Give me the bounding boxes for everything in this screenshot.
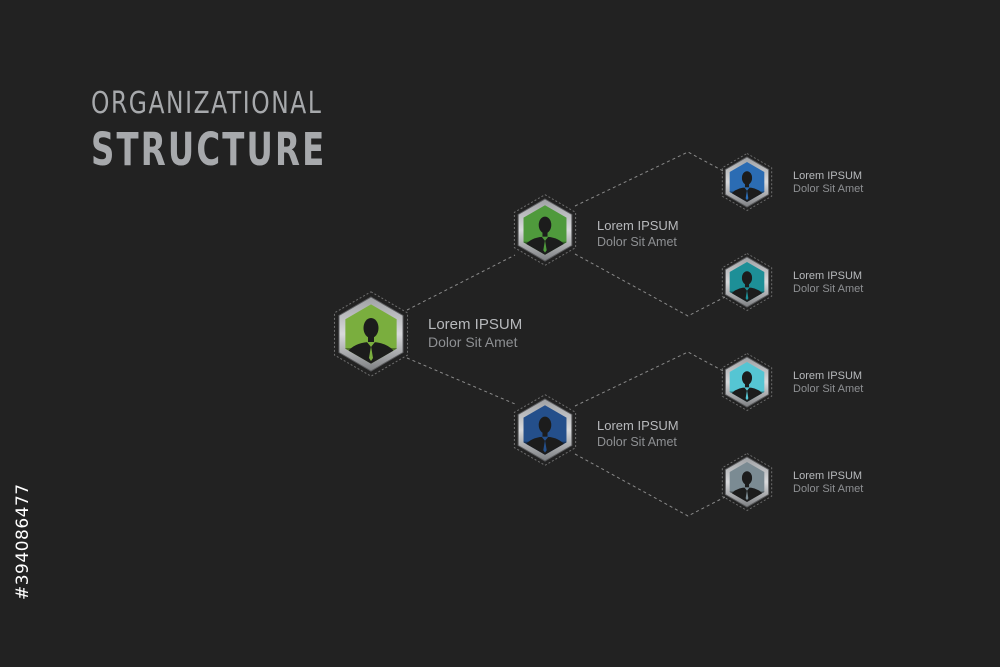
diagram-title-line1: ORGANIZATIONAL <box>91 86 323 121</box>
node-leaf-1 <box>721 152 773 212</box>
node-leaf-3 <box>721 352 773 412</box>
node-label-root: Lorem IPSUM Dolor Sit Amet <box>428 315 522 351</box>
connector-root-to-child-2 <box>406 357 516 405</box>
node-subtitle: Dolor Sit Amet <box>597 435 677 449</box>
person-icon <box>729 371 765 402</box>
connector-child-1-to-leaf-1 <box>574 151 726 207</box>
node-title: Lorem IPSUM <box>793 370 863 382</box>
connector-child-1-to-leaf-2 <box>574 253 726 317</box>
node-subtitle: Dolor Sit Amet <box>793 283 864 295</box>
node-subtitle: Dolor Sit Amet <box>793 483 864 495</box>
connector-lines <box>406 151 726 517</box>
node-leaf-4 <box>721 452 773 512</box>
node-dashed-outline <box>513 194 577 266</box>
node-title: Lorem IPSUM <box>428 316 523 333</box>
node-subtitle: Dolor Sit Amet <box>793 183 864 195</box>
node-title: Lorem IPSUM <box>597 218 679 233</box>
node-label-child-2: Lorem IPSUM Dolor Sit Amet <box>597 418 679 450</box>
node-dashed-outline <box>721 252 773 312</box>
diagram-title-line2: STRUCTURE <box>91 123 327 176</box>
node-label-leaf-3: Lorem IPSUM Dolor Sit Amet <box>793 370 863 396</box>
node-label-leaf-2: Lorem IPSUM Dolor Sit Amet <box>793 270 863 296</box>
node-subtitle: Dolor Sit Amet <box>428 334 518 350</box>
node-subtitle: Dolor Sit Amet <box>597 235 677 249</box>
stock-id: #394086477 <box>13 483 33 600</box>
person-icon <box>729 171 765 202</box>
node-title: Lorem IPSUM <box>793 470 863 482</box>
node-dashed-outline <box>721 152 773 212</box>
connector-root-to-child-1 <box>406 254 516 311</box>
node-child-2 <box>513 394 577 466</box>
node-dashed-outline <box>513 394 577 466</box>
person-icon <box>729 271 765 302</box>
node-label-leaf-4: Lorem IPSUM Dolor Sit Amet <box>793 470 863 496</box>
node-title: Lorem IPSUM <box>793 170 863 182</box>
person-icon <box>729 471 765 502</box>
node-dashed-outline <box>721 452 773 512</box>
node-child-1 <box>513 194 577 266</box>
node-dashed-outline <box>721 352 773 412</box>
node-title: Lorem IPSUM <box>597 418 679 433</box>
node-root <box>333 291 409 377</box>
node-leaf-2 <box>721 252 773 312</box>
node-label-child-1: Lorem IPSUM Dolor Sit Amet <box>597 218 679 250</box>
connector-child-2-to-leaf-3 <box>574 351 726 407</box>
node-label-leaf-1: Lorem IPSUM Dolor Sit Amet <box>793 170 863 196</box>
node-title: Lorem IPSUM <box>793 270 863 282</box>
node-subtitle: Dolor Sit Amet <box>793 383 864 395</box>
connector-child-2-to-leaf-4 <box>574 453 726 517</box>
